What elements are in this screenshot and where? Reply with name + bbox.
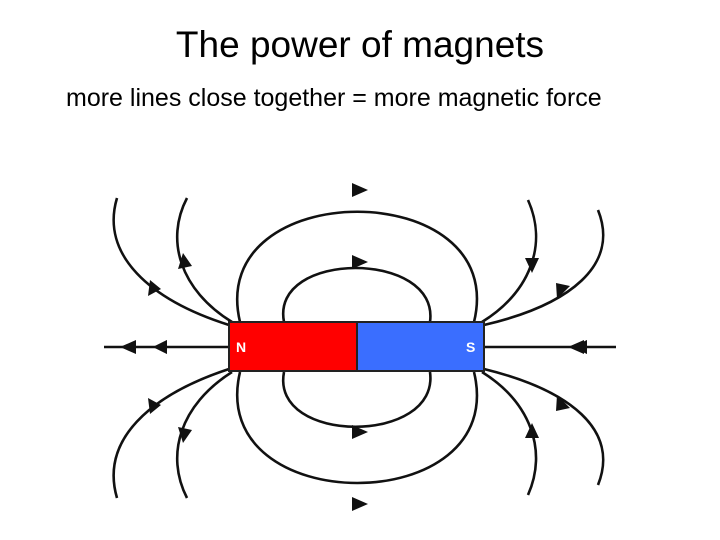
- arrow-icon: [352, 183, 368, 197]
- arrow-icon: [178, 253, 192, 269]
- slide-title: The power of magnets: [175, 24, 545, 65]
- arrow-icon: [148, 398, 161, 414]
- arrow-icon: [148, 280, 161, 296]
- slide-subtitle: more lines close together = more magneti…: [66, 84, 602, 112]
- field-line-left-top-outer: [112, 197, 230, 327]
- arrow-icon: [568, 340, 584, 354]
- arrow-icon: [525, 423, 539, 438]
- north-pole: [228, 321, 358, 372]
- bar-magnet: N S: [228, 321, 485, 372]
- field-line-inner-bottom: [282, 371, 432, 429]
- arrow-icon: [120, 340, 136, 354]
- field-line-middle-bottom: [236, 371, 479, 485]
- arrow-icon: [556, 283, 570, 299]
- arrow-icon: [525, 258, 539, 273]
- field-line-right-top-outer: [483, 209, 605, 327]
- south-pole: [356, 321, 485, 372]
- arrow-icon: [178, 427, 192, 443]
- field-line-inner-top: [282, 266, 432, 323]
- arrow-icon: [352, 425, 368, 439]
- field-line-right-bottom-outer: [483, 367, 605, 486]
- field-line-middle-top: [236, 210, 479, 323]
- field-line-left-bottom-outer: [112, 367, 230, 499]
- south-pole-label: S: [466, 339, 475, 355]
- field-arrows: [120, 183, 584, 511]
- arrow-icon: [352, 255, 368, 269]
- north-pole-label: N: [236, 339, 246, 355]
- arrow-icon: [556, 395, 570, 411]
- arrow-icon: [352, 497, 368, 511]
